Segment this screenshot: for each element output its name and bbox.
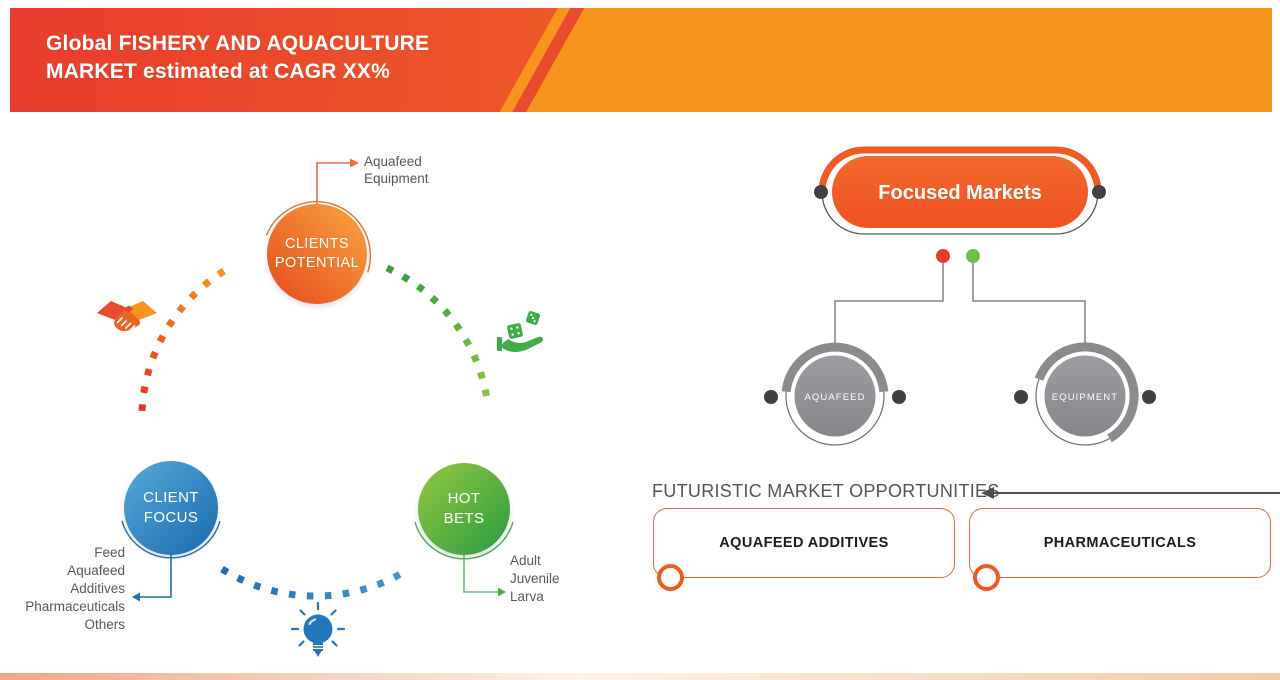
connector-hot-bets (463, 555, 498, 593)
market-circle-aquafeed: AQUAFEED (764, 342, 906, 446)
dotted-arc-blue (220, 566, 411, 600)
node-hot-bets: HOT BETS (418, 463, 510, 555)
equipment-left-dot (1014, 390, 1028, 404)
arrowhead-clients-potential (350, 158, 359, 168)
header-banner: Global FISHERY AND AQUACULTURE MARKET es… (10, 8, 1272, 112)
heading-arrow-line (994, 492, 1280, 494)
dotted-arc-orange (138, 268, 226, 413)
opportunity-box-label: PHARMACEUTICALS (1043, 535, 1197, 551)
market-circle-equipment: EQUIPMENT (1014, 342, 1156, 446)
pill-left-dot (814, 185, 828, 199)
aquafeed-right-dot (892, 390, 906, 404)
opportunity-box-label: AQUAFEED ADDITIVES (719, 535, 889, 551)
opportunity-box-pharmaceuticals: PHARMACEUTICALS (969, 508, 1271, 591)
aquafeed-circle (794, 355, 876, 437)
futuristic-opportunities-heading: FUTURISTIC MARKET OPPORTUNITIES (652, 481, 1000, 501)
focused-markets-tree (834, 249, 1086, 348)
box-corner-ring-icon (973, 564, 1000, 591)
dice-hand-icon (497, 311, 543, 353)
tree-green-dot (966, 249, 980, 263)
page-title-line2: MARKET estimated at CAGR XX% (46, 60, 390, 83)
focused-markets-pill (832, 156, 1088, 228)
page-title-line1: Global FISHERY AND AQUACULTURE (46, 32, 430, 55)
lightbulb-icon (290, 601, 346, 657)
focused-markets-group: Focused Markets (814, 146, 1106, 235)
opportunity-box-aquafeed-additives: AQUAFEED ADDITIVES (653, 508, 955, 591)
connector-client-focus (140, 555, 172, 598)
callout-client-focus: Feed Aquafeed Additives Pharmaceuticals … (25, 545, 125, 632)
pill-right-dot (1092, 185, 1106, 199)
connector-clients-potential (316, 162, 350, 204)
heading-arrow-left-icon (981, 487, 994, 499)
cycle-diagram-arcs (121, 158, 514, 602)
dotted-arc-green (385, 264, 492, 407)
tree-line-left (834, 263, 944, 348)
page-title: Global FISHERY AND AQUACULTURE MARKET es… (46, 30, 429, 86)
callout-clients-potential: Aquafeed Equipment (364, 154, 429, 186)
arrowhead-client-focus (132, 592, 140, 602)
tree-red-dot (936, 249, 950, 263)
aquafeed-thick-arc (781, 342, 889, 393)
banner-gradient-panel (10, 8, 558, 112)
equipment-circle (1044, 355, 1126, 437)
aquafeed-left-dot (764, 390, 778, 404)
focused-markets-top-arc (818, 146, 1102, 193)
node-clients-potential: CLIENTS POTENTIAL (267, 204, 367, 304)
equipment-thick-arc (1034, 342, 1139, 443)
equipment-right-dot (1142, 390, 1156, 404)
footer-gradient-bar (0, 673, 1280, 680)
box-corner-ring-icon (657, 564, 684, 591)
arrowhead-hot-bets (498, 587, 506, 597)
equipment-label: EQUIPMENT (1052, 392, 1118, 403)
tree-line-right (972, 263, 1086, 348)
handshake-icon (97, 301, 157, 332)
aquafeed-label: AQUAFEED (804, 392, 865, 403)
callout-hot-bets: Adult Juvenile Larva (510, 553, 560, 604)
node-client-focus: CLIENT FOCUS (124, 461, 218, 555)
accent-arc-orange (265, 201, 372, 273)
focused-markets-title: Focused Markets (878, 182, 1041, 204)
